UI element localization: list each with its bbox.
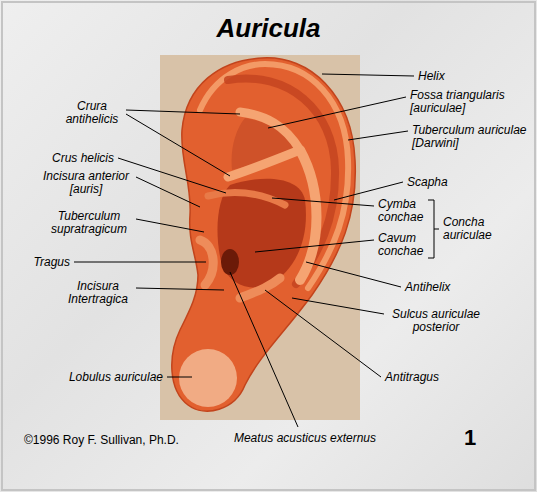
leader-line	[265, 290, 381, 377]
leader-line	[136, 219, 204, 232]
lobule	[179, 349, 237, 407]
leader-line	[74, 262, 206, 263]
part-label: Lobulus auriculae	[33, 371, 163, 384]
leader-line	[255, 240, 374, 252]
figure-number: 1	[458, 426, 482, 450]
leader-line	[348, 131, 408, 140]
part-label: Cymba conchae	[378, 198, 430, 224]
leader-line	[272, 198, 374, 206]
leader-line	[322, 74, 414, 76]
leader-line	[306, 262, 401, 287]
antitragus-ridge	[240, 278, 280, 298]
part-label: Tuberculum auriculae [Darwini]	[412, 124, 532, 150]
meatus-opening	[221, 249, 239, 275]
part-label: Cavum conchae	[378, 232, 430, 258]
diagram-title: Auricula	[0, 14, 537, 43]
leader-line	[118, 158, 226, 193]
concha-bracket	[428, 200, 439, 258]
part-label: Fossa triangularis [auriculae]	[410, 89, 514, 115]
part-label: Crura antihelicis	[60, 100, 124, 126]
crus-helicis-ridge	[208, 193, 285, 205]
part-label: Tragus	[10, 256, 70, 269]
leader-line	[230, 272, 298, 427]
part-label: Incisura Intertragica	[64, 280, 132, 306]
part-label: Incisura anterior [auris]	[40, 170, 132, 196]
ear-outline	[172, 58, 356, 411]
group-label: Concha auriculae	[443, 216, 503, 242]
part-label: Helix	[418, 70, 478, 83]
copyright-note: ©1996 Roy F. Sullivan, Ph.D.	[24, 434, 214, 447]
leader-line	[268, 97, 406, 128]
part-label: Crus helicis	[24, 152, 114, 165]
part-label: Antitragus	[385, 371, 465, 384]
leader-line	[292, 298, 384, 314]
crus-upper	[240, 112, 300, 150]
leader-line	[136, 288, 224, 290]
leader-line	[167, 377, 192, 378]
part-label: Antihelix	[405, 281, 475, 294]
image-panel	[160, 55, 360, 420]
part-label: Sulcus auriculae posterior	[388, 308, 484, 334]
crus-lower	[228, 150, 300, 177]
part-label: Scapha	[407, 176, 467, 189]
part-label: Meatus acusticus externus	[225, 432, 385, 445]
leader-line	[126, 114, 230, 176]
leader-line	[126, 110, 240, 114]
helix-rim	[200, 64, 348, 288]
part-label: Tuberculum supratragicum	[46, 210, 132, 236]
leader-line	[136, 177, 200, 207]
